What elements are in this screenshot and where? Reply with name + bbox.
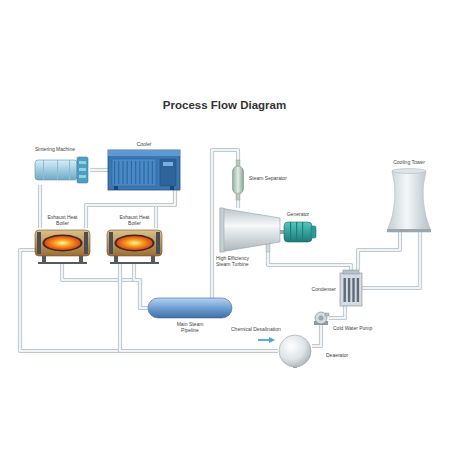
- equipment-label: Generator: [287, 211, 310, 217]
- pipe-connector: [156, 190, 175, 228]
- pipe-connector: [362, 232, 420, 288]
- pipe-outer: [120, 264, 278, 351]
- pipe-inner: [134, 264, 148, 308]
- turbine-node: High Efficiency Steam Turbine: [220, 208, 280, 252]
- pipe-inner: [62, 264, 148, 308]
- equipment-label: Deaerator: [326, 352, 348, 358]
- pipe-inner: [39, 185, 41, 228]
- pipe-outer: [90, 168, 108, 172]
- equipment-label: Main Steam Pipeline: [172, 321, 208, 333]
- pipe-inner: [237, 200, 239, 208]
- equipment-label: High Efficiency Steam Turbine: [216, 255, 256, 267]
- equipment-label: Cooler: [137, 141, 152, 147]
- boiler-figure: [107, 228, 162, 264]
- pipe-outer: [62, 264, 148, 308]
- equipment-label: Exhaust Heat Boiler: [118, 214, 152, 226]
- pump-node: Cold Water Pump: [313, 311, 329, 325]
- pipe-connector: [134, 264, 148, 308]
- generator-node: Generator: [280, 220, 316, 244]
- pipe-inner: [358, 232, 400, 270]
- equipment-label: Sintering Machine: [35, 146, 75, 152]
- pipe-connector: [312, 325, 321, 346]
- cooler-figure: [108, 150, 180, 190]
- pipe-connector: [329, 306, 345, 318]
- process-label: Chemical Desalination: [231, 326, 281, 332]
- diagram-title: Process Flow Diagram: [0, 99, 449, 111]
- generator-figure: [280, 220, 316, 244]
- tower-figure: [385, 168, 433, 232]
- deaerator-figure: [278, 334, 312, 368]
- sinter-node: Sintering Machine: [35, 155, 90, 185]
- pipeline-figure: [148, 298, 232, 318]
- pipe-connector: [238, 200, 239, 208]
- pipe-inner: [86, 190, 175, 228]
- boiler-figure: [35, 228, 90, 264]
- turbine-figure: [220, 208, 280, 252]
- pipe-connector: [90, 170, 108, 171]
- equipment-label: Cold Water Pump: [333, 325, 372, 331]
- pipe-outer: [156, 190, 175, 228]
- pipe-outer: [268, 252, 351, 270]
- condenser-node: Condenser: [340, 270, 362, 306]
- separator-node: Steam Separator: [231, 160, 245, 200]
- tower-node: Cooling Tower: [385, 168, 433, 232]
- pipe-inner: [312, 325, 321, 346]
- arrow-head: [269, 337, 275, 343]
- condenser-figure: [340, 270, 362, 306]
- pipe-outer: [38, 185, 42, 228]
- pipe-connector: [40, 185, 41, 228]
- pipe-outer: [20, 250, 278, 351]
- pipe-inner: [120, 264, 278, 351]
- boiler-node: Exhaust Heat Boiler: [107, 228, 162, 264]
- equipment-label: Condenser: [312, 286, 336, 292]
- cooler-node: Cooler: [108, 150, 180, 190]
- sinter-figure: [35, 155, 90, 185]
- boiler-node: Exhaust Heat Boiler: [35, 228, 90, 264]
- pipe-outer: [86, 190, 175, 228]
- arrow-shaft: [258, 339, 270, 341]
- pipe-connector: [62, 264, 148, 308]
- pipe-outer: [329, 306, 345, 318]
- pipe-outer: [134, 264, 148, 308]
- pipe-inner: [362, 232, 420, 288]
- pipe-inner: [156, 190, 175, 228]
- pipe-inner: [20, 250, 278, 351]
- equipment-label: Steam Separator: [249, 175, 287, 181]
- pipe-connector: [20, 250, 278, 351]
- pipe-inner: [268, 252, 351, 270]
- pipe-connector: [358, 232, 400, 270]
- deaerator-node: Deaerator: [278, 334, 312, 368]
- pump-figure: [313, 311, 329, 325]
- pipe-outer: [362, 232, 420, 288]
- pipe-inner: [329, 306, 345, 318]
- pipe-connector: [86, 190, 175, 228]
- separator-figure: [231, 160, 245, 200]
- pipe-inner: [90, 169, 108, 171]
- pipe-connector: [120, 264, 278, 351]
- equipment-label: Cooling Tower: [393, 159, 425, 165]
- pipe-outer: [312, 325, 321, 346]
- pipe-connector: [268, 252, 351, 270]
- pipe-outer: [358, 232, 400, 270]
- pipe-outer: [236, 200, 240, 208]
- pipeline-node: Main Steam Pipeline: [148, 298, 232, 318]
- equipment-label: Exhaust Heat Boiler: [46, 214, 80, 226]
